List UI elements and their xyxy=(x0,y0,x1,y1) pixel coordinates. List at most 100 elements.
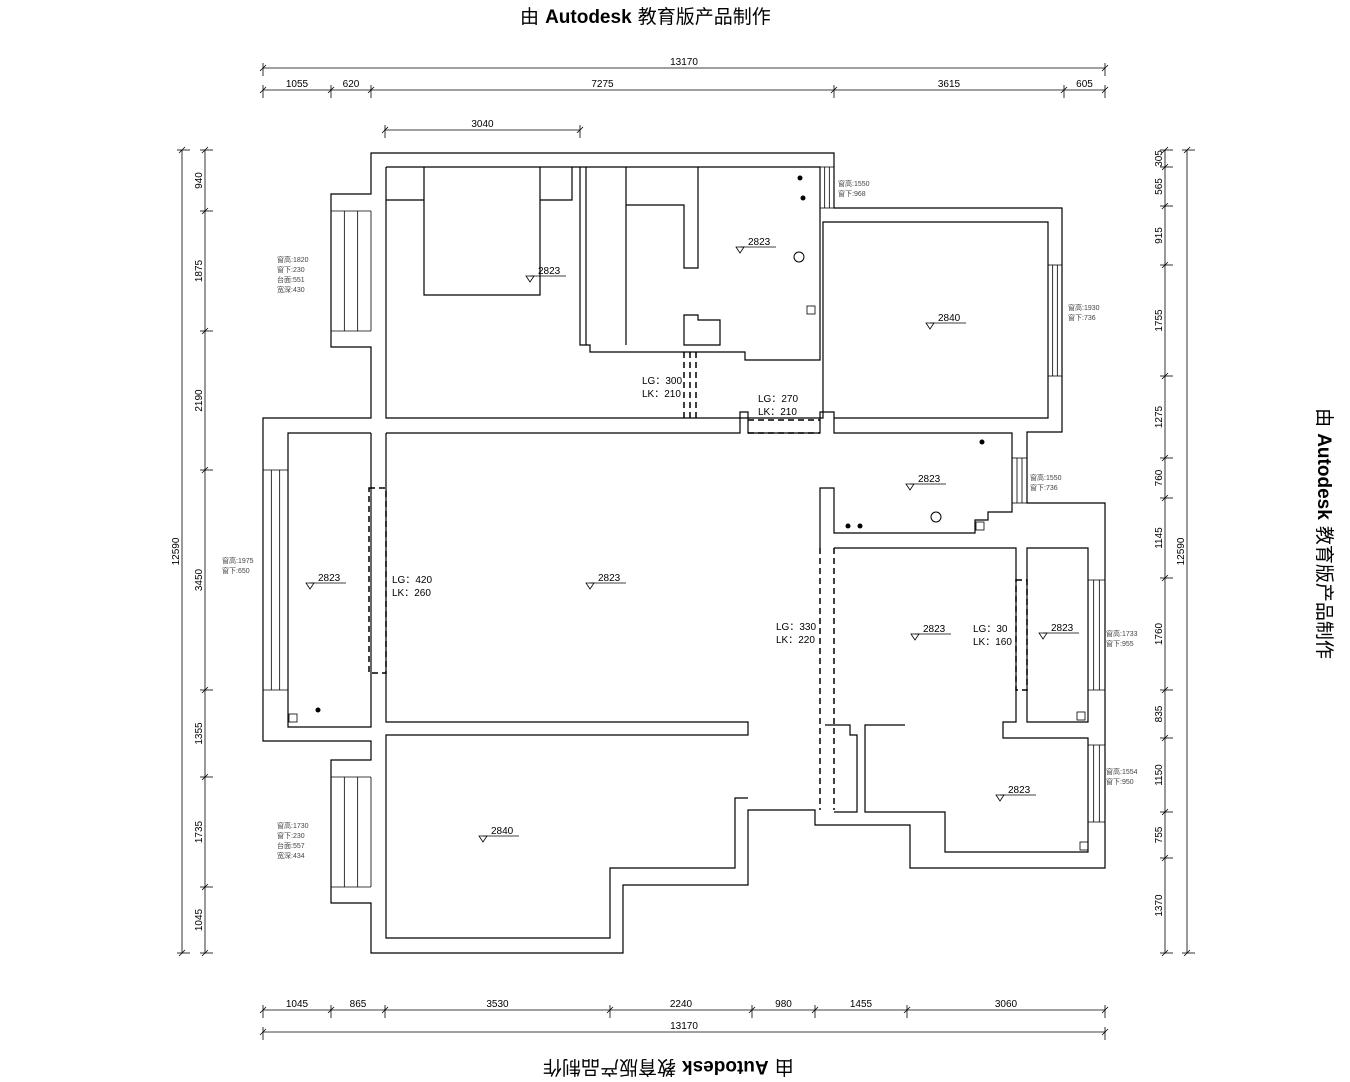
dimension-tick-mark xyxy=(201,146,209,154)
dimension-tick-mark xyxy=(606,1006,614,1014)
windows xyxy=(262,166,1106,888)
window xyxy=(262,469,289,691)
bottom-dimension-label: 3060 xyxy=(995,999,1018,1010)
opening-lk-label: LK：260 xyxy=(392,588,431,599)
right-dimension-label: 1150 xyxy=(1154,764,1165,786)
bottom-dimension-label: 2240 xyxy=(670,999,693,1010)
dimension-tick-mark xyxy=(1161,574,1169,582)
level-triangle-icon xyxy=(1038,632,1048,640)
level-triangle-icon xyxy=(910,633,920,641)
dimension-tick-mark xyxy=(903,1006,911,1014)
dimension-tick-mark xyxy=(830,86,838,94)
window xyxy=(1047,264,1063,377)
window xyxy=(330,210,372,332)
window-note: 窗下:230 xyxy=(277,265,305,274)
fixture-dot-icon xyxy=(845,523,851,529)
fixture-dot-icon xyxy=(797,175,803,181)
level-triangle-icon xyxy=(478,835,488,843)
window-note: 窗高:1554 xyxy=(1106,767,1138,776)
dimension-tick-mark xyxy=(201,883,209,891)
level-value: 2823 xyxy=(918,474,941,485)
opening-lg-label: LG：300 xyxy=(642,376,682,387)
dimension-tick-mark xyxy=(748,1006,756,1014)
level-triangle-icon xyxy=(925,322,935,330)
dimension-tick-mark xyxy=(576,126,584,134)
dimension-tick-mark xyxy=(201,949,209,957)
top-dimension-label: 1055 xyxy=(286,79,309,90)
right-dimension-label: 1145 xyxy=(1154,527,1165,549)
right-dimension-label: 760 xyxy=(1154,469,1165,486)
room-level-bedroom-bottom: 2840 xyxy=(478,826,519,843)
opening-lg-label: LG：30 xyxy=(973,624,1008,635)
dimension-tick-mark xyxy=(1183,146,1191,154)
dimension-tick-mark xyxy=(1161,949,1169,957)
room-level-bathroom-top: 2823 xyxy=(735,237,776,254)
level-value: 2823 xyxy=(598,573,621,584)
level-triangle-icon xyxy=(585,582,595,590)
dimension-tick-mark xyxy=(327,86,335,94)
fixture-dot-icon xyxy=(979,439,985,445)
window-note: 窗高:1975 xyxy=(222,556,254,565)
right-dimension-label: 1755 xyxy=(1154,309,1165,332)
room-width-dimension-label: 3040 xyxy=(471,119,494,130)
level-triangle-icon xyxy=(525,275,535,283)
opening-lk-label: LK：220 xyxy=(776,635,815,646)
right-dimension-label: 1370 xyxy=(1154,894,1165,917)
left-dimension-label: 3450 xyxy=(194,568,205,591)
left-dimension-label: 1045 xyxy=(194,908,205,931)
dimension-tick-mark xyxy=(1161,686,1169,694)
right-dimension-label: 755 xyxy=(1154,826,1165,843)
window-note: 窗下:650 xyxy=(222,566,250,575)
level-value: 2823 xyxy=(923,624,946,635)
room-level-kitchen: 2823 xyxy=(905,474,946,491)
opening-lk-label: LK：160 xyxy=(973,637,1012,648)
room-level-bedroom-top-left: 2823 xyxy=(525,266,566,283)
right-dimension-label: 1275 xyxy=(1154,405,1165,428)
level-triangle-icon xyxy=(905,483,915,491)
fixture-box-icon xyxy=(975,521,985,531)
dimension-tick-mark xyxy=(1161,454,1169,462)
dimension-tick-mark xyxy=(178,949,186,957)
dimension-tick-mark xyxy=(201,207,209,215)
dimension-tick-mark xyxy=(1101,1006,1109,1014)
walls xyxy=(262,152,1106,954)
dimension-tick-mark xyxy=(1060,86,1068,94)
right-dimension-label: 1760 xyxy=(1154,622,1165,645)
bottom-dimension-label: 1455 xyxy=(850,999,873,1010)
dimension-tick-mark xyxy=(1101,64,1109,72)
dimension-tick-mark xyxy=(1161,146,1169,154)
dimension-tick-mark xyxy=(327,1006,335,1014)
dimension-tick-mark xyxy=(1101,1028,1109,1036)
drain-icon xyxy=(793,251,805,263)
room-level-dining: 2823 xyxy=(910,624,951,641)
dimension-tick-mark xyxy=(1183,949,1191,957)
drain-icon xyxy=(930,511,942,523)
window xyxy=(330,776,372,888)
top-total-dimension-label: 13170 xyxy=(670,57,698,68)
fixture-box-icon xyxy=(1076,711,1086,721)
dimension-tick-mark xyxy=(1101,86,1109,94)
level-value: 2823 xyxy=(1051,623,1074,634)
window xyxy=(1087,579,1106,691)
level-value: 2840 xyxy=(491,826,514,837)
window-note: 窗高:1820 xyxy=(277,255,309,264)
window-note: 窗下:736 xyxy=(1030,483,1058,492)
top-dimension-label: 7275 xyxy=(591,79,614,90)
dimension-tick-mark xyxy=(1161,808,1169,816)
window-note: 窗高:1550 xyxy=(838,179,870,188)
fixture-dot-icon xyxy=(857,523,863,529)
fixture-dot-icon xyxy=(315,707,321,713)
dimension-tick-mark xyxy=(259,86,267,94)
window xyxy=(1087,744,1106,823)
dimension-tick-mark xyxy=(259,64,267,72)
window-note: 窗高:1733 xyxy=(1106,629,1138,638)
dimension-tick-mark xyxy=(1161,494,1169,502)
room-level-balcony-left: 2823 xyxy=(305,573,346,590)
dimension-tick-mark xyxy=(201,773,209,781)
window-note: 窗下:955 xyxy=(1106,639,1134,648)
outer-wall xyxy=(262,152,1106,954)
level-value: 2840 xyxy=(938,313,961,324)
dimension-tick-mark xyxy=(1161,163,1169,171)
inner-wall-top-left xyxy=(385,167,1049,419)
